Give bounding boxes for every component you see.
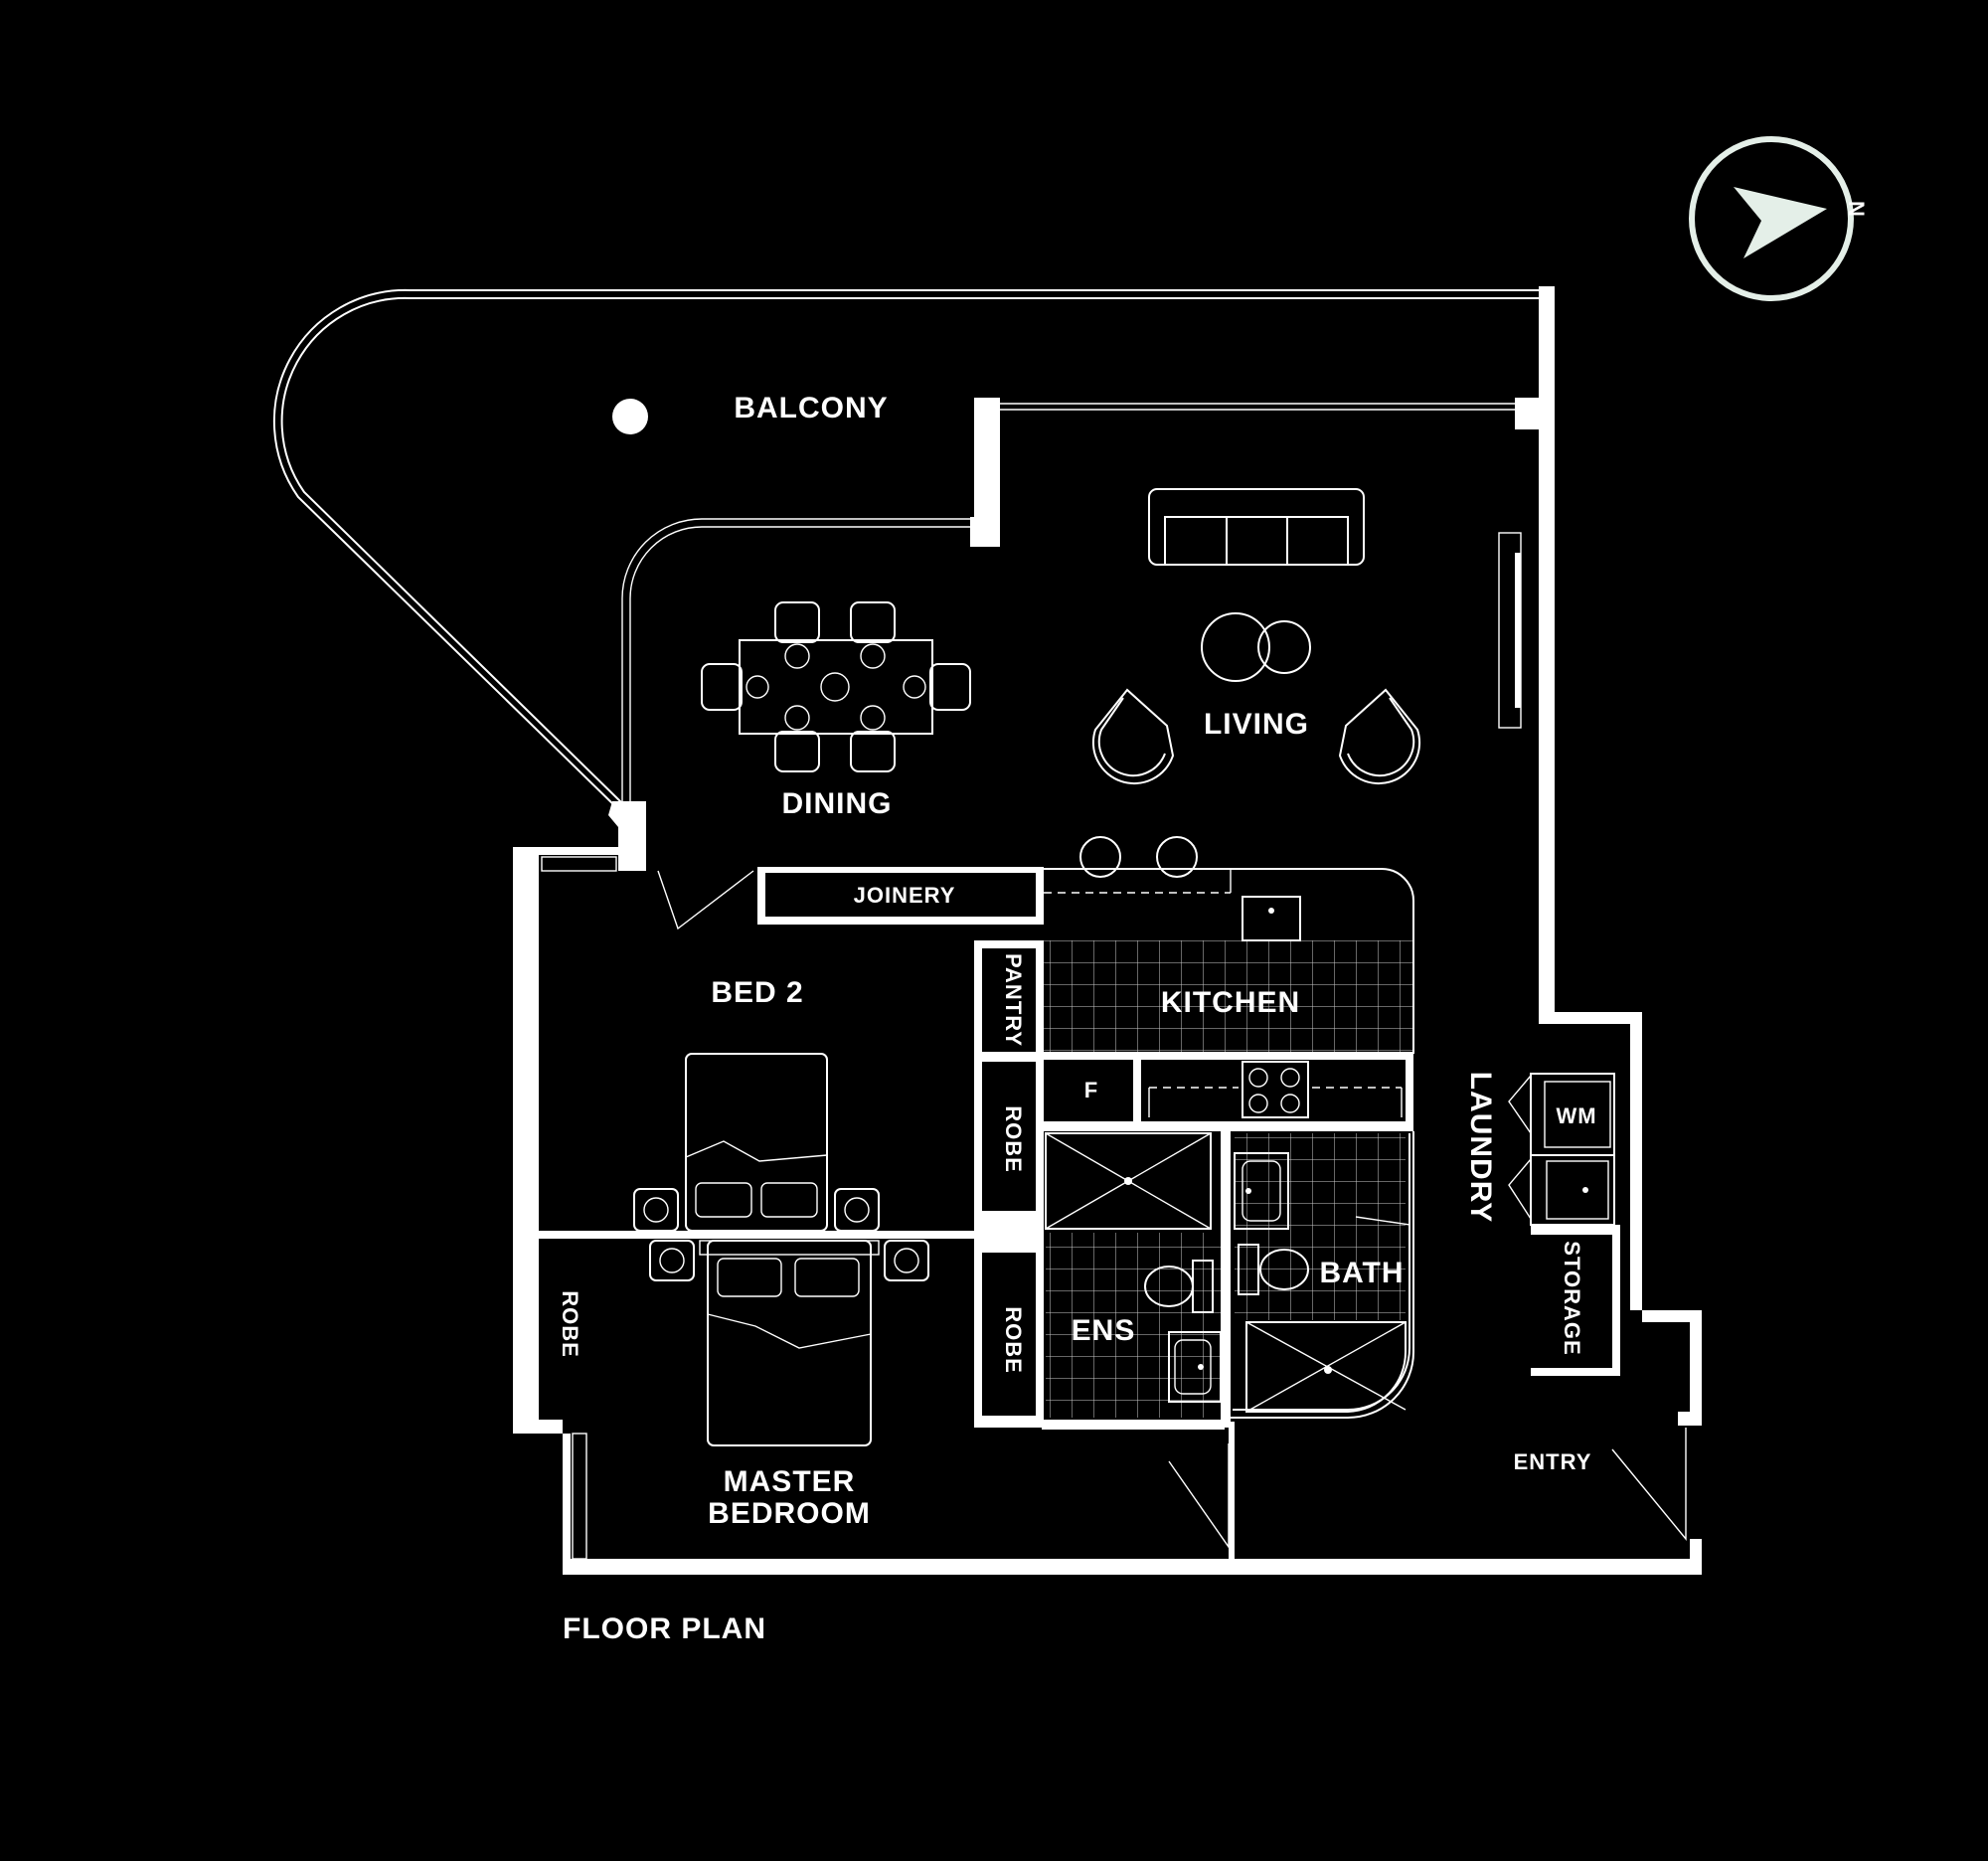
door-swing-icon xyxy=(657,870,1687,1550)
toilet-icon xyxy=(1238,1244,1309,1295)
armchair-icon xyxy=(1338,688,1421,785)
cooktop-icon xyxy=(1242,1061,1309,1118)
bed-icon xyxy=(649,1240,929,1446)
room-label-pantry: PANTRY xyxy=(1001,953,1026,1047)
coffee-table-icon xyxy=(1201,612,1311,682)
dining-table-icon xyxy=(701,601,971,772)
plan-title: FLOOR PLAN xyxy=(563,1612,766,1645)
compass-north-label: N xyxy=(1844,201,1869,217)
room-label-master-line1: MASTER xyxy=(724,1465,856,1498)
room-label-storage: STORAGE xyxy=(1560,1241,1584,1355)
sofa-icon xyxy=(1148,488,1365,566)
room-label-fridge: F xyxy=(1084,1078,1098,1102)
balcony-outline xyxy=(272,288,1547,808)
room-label-balcony: BALCONY xyxy=(734,392,888,424)
room-label-robe-bed2: ROBE xyxy=(1001,1105,1026,1173)
armchair-icon xyxy=(1091,688,1175,785)
toilet-icon xyxy=(1144,1260,1214,1313)
shower-icon xyxy=(1045,1132,1212,1230)
room-label-ens: ENS xyxy=(1072,1314,1136,1347)
laundry-fixtures xyxy=(1508,1075,1611,1220)
shower-icon xyxy=(1245,1321,1407,1413)
room-label-kitchen: KITCHEN xyxy=(1161,986,1300,1019)
room-label-entry: ENTRY xyxy=(1514,1449,1592,1474)
compass-icon: N xyxy=(1689,136,1869,301)
room-label-robe-master-left: ROBE xyxy=(558,1290,582,1358)
room-label-dining: DINING xyxy=(782,787,893,820)
column-icon xyxy=(612,399,648,434)
room-label-bath: BATH xyxy=(1319,1257,1404,1289)
room-label-bed2: BED 2 xyxy=(711,976,803,1009)
living-feature-wall xyxy=(1498,532,1522,729)
room-label-master-line2: BEDROOM xyxy=(708,1497,871,1530)
room-label-living: LIVING xyxy=(1204,708,1309,741)
bath-fixtures xyxy=(1234,1133,1407,1413)
room-label-laundry: LAUNDRY xyxy=(1464,1072,1497,1224)
kitchen-fixtures xyxy=(1044,836,1414,1118)
bed-icon xyxy=(633,1053,880,1232)
room-label-wm: WM xyxy=(1556,1103,1596,1128)
room-label-joinery: JOINERY xyxy=(854,883,956,908)
basin-icon xyxy=(1234,1152,1289,1230)
room-label-robe-master-right: ROBE xyxy=(1001,1306,1026,1374)
ensuite-fixtures xyxy=(1045,1132,1222,1418)
basin-icon xyxy=(1168,1331,1222,1403)
walls xyxy=(513,286,1702,1575)
